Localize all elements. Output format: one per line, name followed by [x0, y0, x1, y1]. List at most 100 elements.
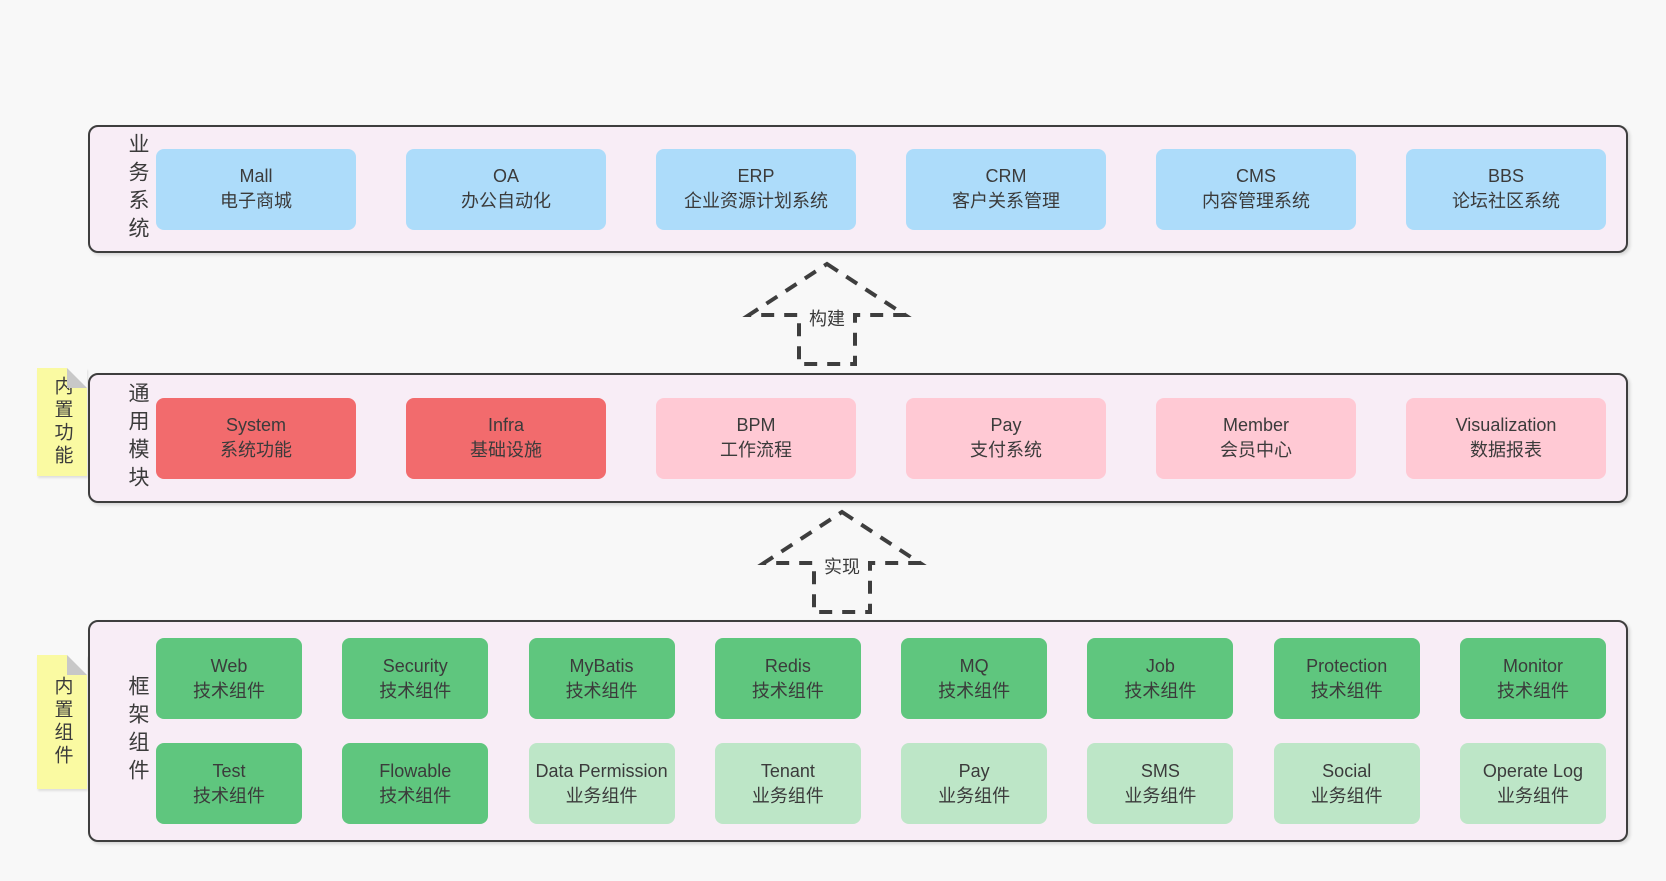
box-title: ERP [737, 166, 775, 186]
box-grid: System 系统功能 Infra 基础设施 BPM 工作流程 Pay 支付系统 Member 会… [148, 397, 1626, 479]
box-title: Protection [1306, 655, 1388, 676]
sticky-tab-label: 内置功能 [51, 376, 73, 468]
box-subtitle: 业务组件 [1124, 785, 1197, 806]
box-title: Monitor [1502, 655, 1563, 676]
box-subtitle: 技术组件 [938, 680, 1011, 701]
layer-label: 通用模块 [126, 382, 149, 494]
box-mq: MQ 技术组件 [901, 638, 1048, 719]
box-subtitle: 基础设施 [470, 440, 542, 460]
box-subtitle: 系统功能 [220, 440, 292, 460]
box-subtitle: 业务组件 [938, 785, 1011, 806]
box-mall: Mall 电子商城 [156, 148, 356, 230]
box-subtitle: 会员中心 [1220, 440, 1292, 460]
box-subtitle: 论坛社区系统 [1452, 191, 1560, 211]
box-pay: Pay 业务组件 [901, 743, 1048, 824]
up-block-arrow-icon [742, 261, 912, 366]
arrow-label: 构建 [804, 304, 850, 332]
box-title: SMS [1140, 760, 1180, 781]
box-tenant: Tenant 业务组件 [714, 743, 861, 824]
box-system: System 系统功能 [156, 397, 356, 479]
box-subtitle: 业务组件 [1310, 785, 1383, 806]
box-title: Tenant [760, 760, 815, 781]
sticky-tab-label: 内置组件 [51, 676, 73, 768]
box-job: Job 技术组件 [1087, 638, 1234, 719]
box-oa: OA 办公自动化 [406, 148, 606, 230]
box-title: Member [1222, 415, 1289, 435]
box-title: MQ [959, 655, 989, 676]
box-cms: CMS 内容管理系统 [1156, 148, 1356, 230]
box-subtitle: 技术组件 [379, 785, 452, 806]
box-subtitle: 业务组件 [1496, 785, 1569, 806]
box-title: MyBatis [569, 655, 634, 676]
layer-common-modules: 通用模块 System 系统功能 Infra 基础设施 BPM 工作流程 Pay 支付系统 Me… [88, 373, 1628, 503]
box-subtitle: 办公自动化 [461, 191, 551, 211]
box-title: CRM [985, 166, 1027, 186]
box-test: Test 技术组件 [156, 743, 302, 824]
arrow-build: 构建 [742, 258, 912, 370]
box-flowable: Flowable 技术组件 [342, 743, 489, 824]
box-data-permission: Data Permission 业务组件 [528, 743, 675, 824]
box-subtitle: 业务组件 [751, 785, 824, 806]
box-title: Visualization [1455, 415, 1557, 435]
box-title: CMS [1236, 166, 1276, 186]
box-erp: ERP 企业资源计划系统 [656, 148, 856, 230]
box-subtitle: 企业资源计划系统 [684, 191, 828, 211]
box-title: OA [492, 166, 519, 186]
box-subtitle: 内容管理系统 [1202, 191, 1310, 211]
arrow-label: 实现 [819, 552, 865, 580]
box-title: Flowable [379, 760, 452, 781]
box-bbs: BBS 论坛社区系统 [1406, 148, 1606, 230]
arrow-implement: 实现 [757, 506, 927, 618]
sticky-tab-built-in-features: 内置功能 [37, 368, 87, 476]
box-subtitle: 支付系统 [970, 440, 1042, 460]
layer-label: 业务系统 [126, 133, 149, 245]
box-subtitle: 技术组件 [751, 680, 824, 701]
box-subtitle: 技术组件 [1124, 680, 1197, 701]
box-mybatis: MyBatis 技术组件 [528, 638, 675, 719]
box-subtitle: 客户关系管理 [952, 191, 1060, 211]
layer-business-systems: 业务系统 Mall 电子商城 OA 办公自动化 ERP 企业资源计划系统 CRM 客户关系管理… [88, 125, 1628, 253]
box-title: Pay [958, 760, 990, 781]
box-subtitle: 技术组件 [1496, 680, 1569, 701]
box-member: Member 会员中心 [1156, 397, 1356, 479]
box-subtitle: 技术组件 [193, 785, 265, 806]
box-grid: Mall 电子商城 OA 办公自动化 ERP 企业资源计划系统 CRM 客户关系管理 CMS 内容… [148, 148, 1626, 230]
box-sms: SMS 业务组件 [1087, 743, 1234, 824]
box-infra: Infra 基础设施 [406, 397, 606, 479]
box-title: BBS [1487, 166, 1525, 186]
box-monitor: Monitor 技术组件 [1459, 638, 1606, 719]
box-row: System 系统功能 Infra 基础设施 BPM 工作流程 Pay 支付系统 Member 会… [156, 397, 1606, 479]
box-title: BPM [736, 415, 776, 435]
box-title: Pay [990, 415, 1022, 435]
box-subtitle: 工作流程 [720, 440, 792, 460]
box-pay: Pay 支付系统 [906, 397, 1106, 479]
box-subtitle: 电子商城 [220, 191, 292, 211]
layer-label: 框架组件 [126, 675, 149, 787]
sticky-tab-built-in-components: 内置组件 [37, 655, 87, 789]
box-subtitle: 技术组件 [565, 680, 638, 701]
up-block-arrow-icon [757, 509, 927, 614]
box-title: Test [212, 760, 246, 781]
box-row: Mall 电子商城 OA 办公自动化 ERP 企业资源计划系统 CRM 客户关系管理 CMS 内容… [156, 148, 1606, 230]
box-title: Redis [764, 655, 811, 676]
box-redis: Redis 技术组件 [714, 638, 861, 719]
box-title: Infra [487, 415, 525, 435]
box-title: Mall [239, 166, 273, 186]
box-title: Security [382, 655, 448, 676]
box-subtitle: 技术组件 [1310, 680, 1383, 701]
box-title: Data Permission [535, 760, 668, 781]
box-title: Job [1145, 655, 1175, 676]
box-protection: Protection 技术组件 [1273, 638, 1420, 719]
box-title: Web [210, 655, 248, 676]
box-bpm: BPM 工作流程 [656, 397, 856, 479]
box-subtitle: 业务组件 [565, 785, 638, 806]
box-title: System [225, 415, 286, 435]
